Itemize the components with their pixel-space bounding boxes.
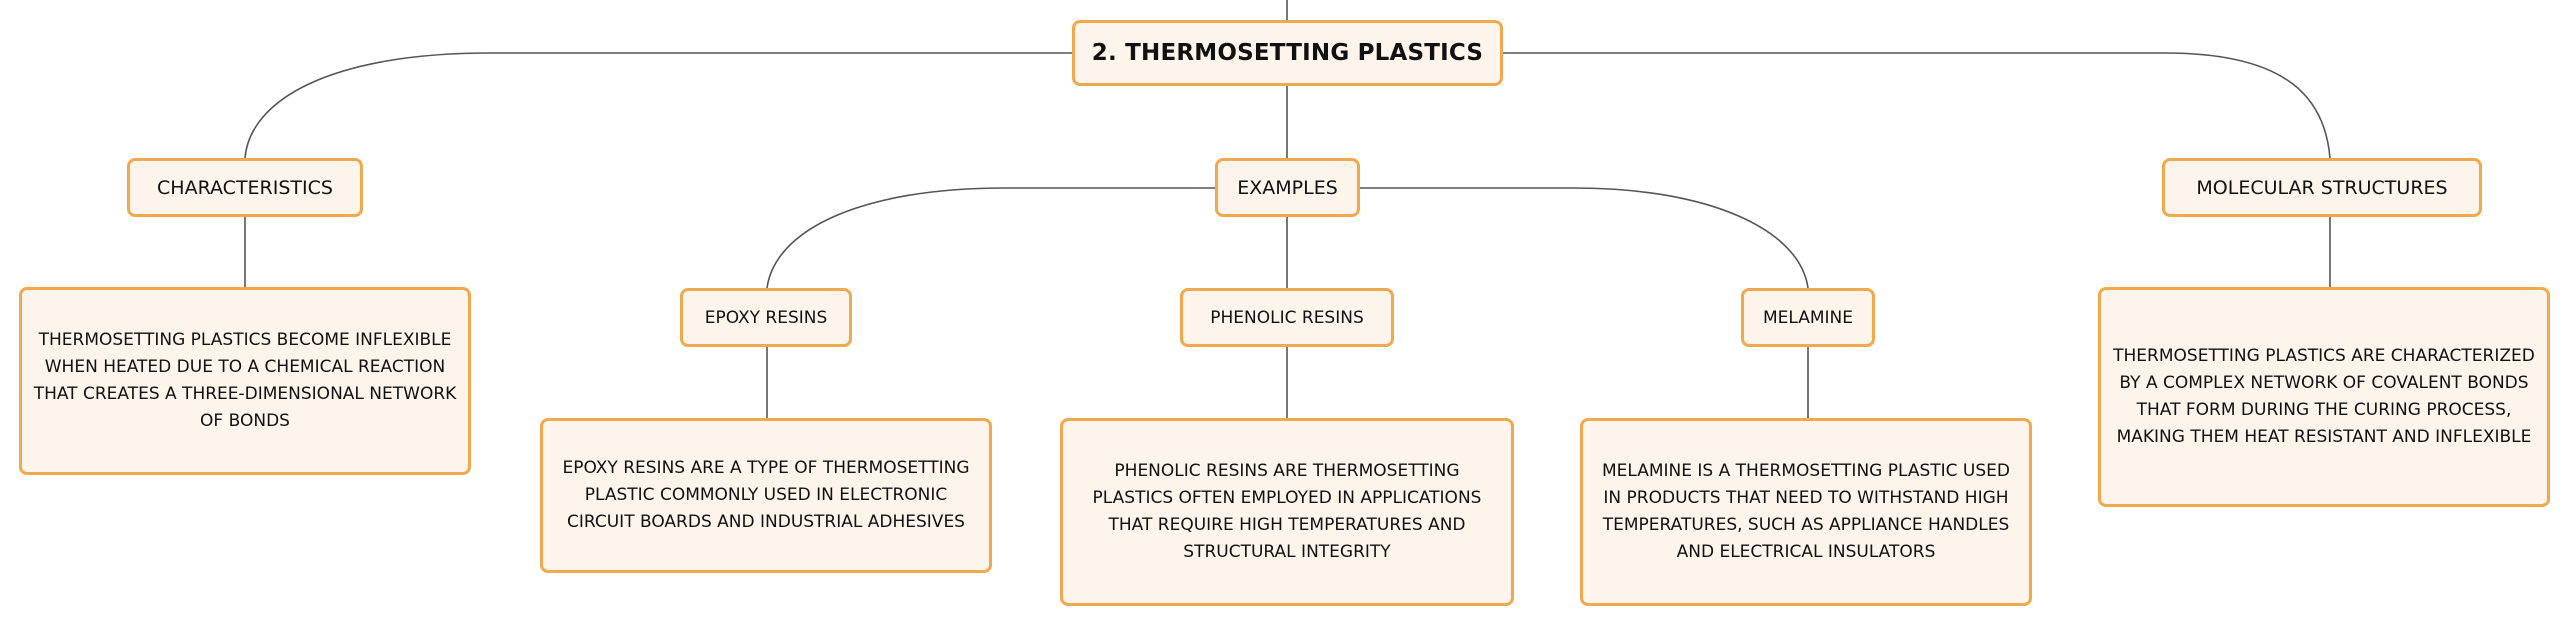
connector-examples-to-melamine: [1360, 187, 1809, 289]
melamine-label: MELAMINE: [1762, 307, 1854, 328]
connector-examples-to-epoxy: [766, 187, 1215, 289]
characteristics-description-node[interactable]: THERMOSETTING PLASTICS BECOME INFLEXIBLE…: [19, 287, 471, 475]
molecular-structures-label: MOLECULAR STRUCTURES: [2196, 176, 2448, 199]
examples-label: EXAMPLES: [1237, 176, 1338, 199]
phenolic-resins-node[interactable]: PHENOLIC RESINS: [1180, 288, 1394, 347]
molecular-structures-description-node[interactable]: THERMOSETTING PLASTICS ARE CHARACTERIZED…: [2098, 287, 2550, 507]
epoxy-resins-node[interactable]: EPOXY RESINS: [680, 288, 852, 347]
molecular-structures-description: THERMOSETTING PLASTICS ARE CHARACTERIZED…: [2113, 346, 2535, 447]
root-label: 2. THERMOSETTING PLASTICS: [1091, 40, 1484, 66]
phenolic-resins-description: PHENOLIC RESINS ARE THERMOSETTING PLASTI…: [1092, 461, 1482, 562]
examples-node[interactable]: EXAMPLES: [1215, 158, 1360, 217]
characteristics-description: THERMOSETTING PLASTICS BECOME INFLEXIBLE…: [33, 330, 457, 431]
melamine-node[interactable]: MELAMINE: [1741, 288, 1875, 347]
molecular-structures-node[interactable]: MOLECULAR STRUCTURES: [2162, 158, 2482, 217]
epoxy-resins-label: EPOXY RESINS: [704, 307, 828, 328]
characteristics-label: CHARACTERISTICS: [157, 176, 333, 199]
epoxy-resins-description-node[interactable]: EPOXY RESINS ARE A TYPE OF THERMOSETTING…: [540, 418, 992, 573]
phenolic-resins-label: PHENOLIC RESINS: [1210, 307, 1364, 328]
melamine-description: MELAMINE IS A THERMOSETTING PLASTIC USED…: [1601, 461, 2011, 562]
characteristics-node[interactable]: CHARACTERISTICS: [127, 158, 363, 217]
root-node[interactable]: 2. THERMOSETTING PLASTICS: [1072, 20, 1503, 86]
melamine-description-node[interactable]: MELAMINE IS A THERMOSETTING PLASTIC USED…: [1580, 418, 2032, 606]
phenolic-resins-description-node[interactable]: PHENOLIC RESINS ARE THERMOSETTING PLASTI…: [1060, 418, 1514, 606]
epoxy-resins-description: EPOXY RESINS ARE A TYPE OF THERMOSETTING…: [562, 458, 970, 532]
connector-root-to-molecular: [1503, 52, 2331, 159]
connector-root-to-characteristics: [244, 52, 1072, 159]
